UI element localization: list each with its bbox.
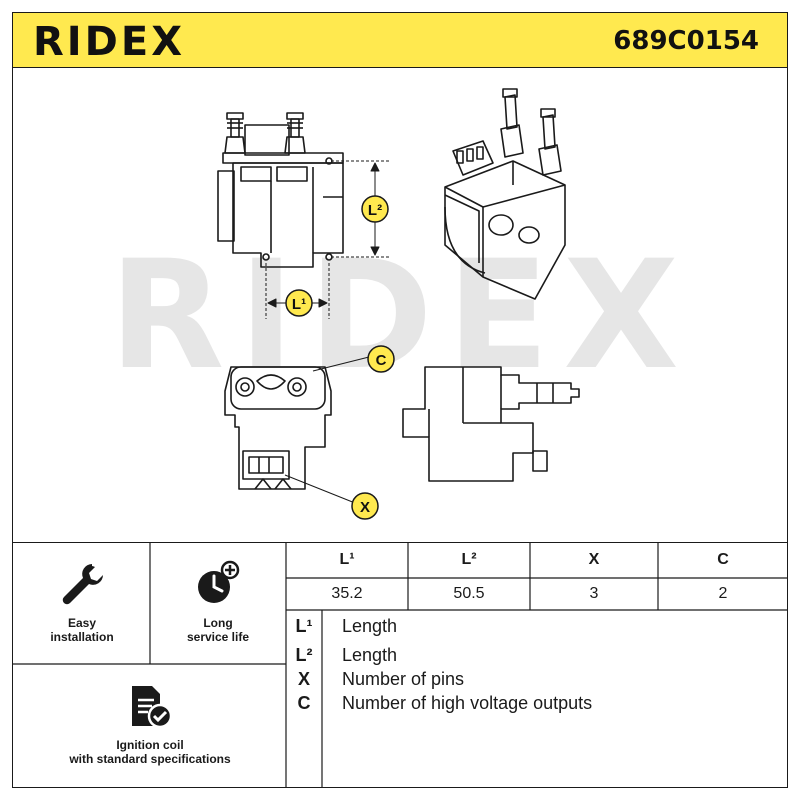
spec-header-c: C bbox=[717, 551, 729, 568]
feature-label-line2: with standard specifications bbox=[69, 752, 231, 766]
part-number: 689C0154 bbox=[613, 26, 759, 56]
feature-easy-installation: Easy installation bbox=[22, 560, 142, 644]
legend-desc: Number of high voltage outputs bbox=[342, 692, 593, 713]
info-panel bbox=[12, 542, 788, 788]
svg-text:X: X bbox=[360, 499, 370, 516]
side-view-drawing bbox=[402, 366, 580, 482]
spec-header-x: X bbox=[588, 551, 600, 568]
watermark-text: RIDEX bbox=[109, 229, 693, 403]
technical-drawing: RIDEX bbox=[12, 67, 788, 543]
legend-code: X bbox=[297, 668, 310, 689]
callout-x: X bbox=[351, 492, 379, 520]
svg-text:L²: L² bbox=[368, 202, 382, 219]
drawing-canvas: RIDEX bbox=[109, 88, 693, 520]
spec-value-c: 2 bbox=[718, 585, 728, 602]
legend-code: L¹ bbox=[295, 615, 313, 636]
spec-value-l1: 35.2 bbox=[331, 585, 363, 602]
legend-desc: Length bbox=[342, 615, 398, 636]
legend-row: L² Length bbox=[286, 643, 788, 667]
spec-value-l2: 50.5 bbox=[453, 585, 485, 602]
legend-code: L² bbox=[295, 644, 313, 665]
feature-standard-specifications: Ignition coil with standard specificatio… bbox=[30, 682, 270, 766]
feature-label-line1: Easy bbox=[67, 616, 97, 630]
wrench-icon bbox=[62, 564, 103, 605]
legend-row: X Number of pins bbox=[286, 667, 788, 691]
document-check-icon bbox=[132, 686, 173, 729]
clock-plus-icon bbox=[198, 560, 240, 603]
callout-l2: L² bbox=[361, 195, 389, 223]
spec-value-x: 3 bbox=[589, 585, 599, 602]
spec-header-l2: L² bbox=[461, 551, 477, 568]
feature-label-line2: service life bbox=[186, 630, 250, 644]
callout-l1: L¹ bbox=[285, 289, 313, 317]
svg-text:L¹: L¹ bbox=[292, 296, 306, 313]
legend-row: L¹ Length bbox=[286, 614, 788, 638]
callout-c: C bbox=[367, 345, 395, 373]
legend-code: C bbox=[297, 692, 311, 713]
isometric-view-drawing bbox=[444, 88, 566, 300]
brand-logo: RIDEX bbox=[33, 19, 186, 65]
svg-text:C: C bbox=[376, 352, 387, 369]
header-bar: RIDEX 689C0154 bbox=[12, 12, 788, 68]
top-view-drawing bbox=[224, 366, 332, 490]
legend-desc: Length bbox=[342, 644, 398, 665]
legend-row: C Number of high voltage outputs bbox=[286, 691, 788, 715]
feature-label-line2: installation bbox=[50, 630, 114, 644]
front-view-drawing bbox=[217, 112, 344, 268]
legend-desc: Number of pins bbox=[342, 668, 465, 689]
spec-header-l1: L¹ bbox=[339, 551, 355, 568]
spec-table: L¹ L² X C 35.2 50.5 3 2 bbox=[286, 542, 788, 610]
feature-long-service-life: Long service life bbox=[158, 560, 278, 644]
feature-label-line1: Ignition coil bbox=[116, 738, 184, 752]
feature-label-line1: Long bbox=[203, 616, 233, 630]
